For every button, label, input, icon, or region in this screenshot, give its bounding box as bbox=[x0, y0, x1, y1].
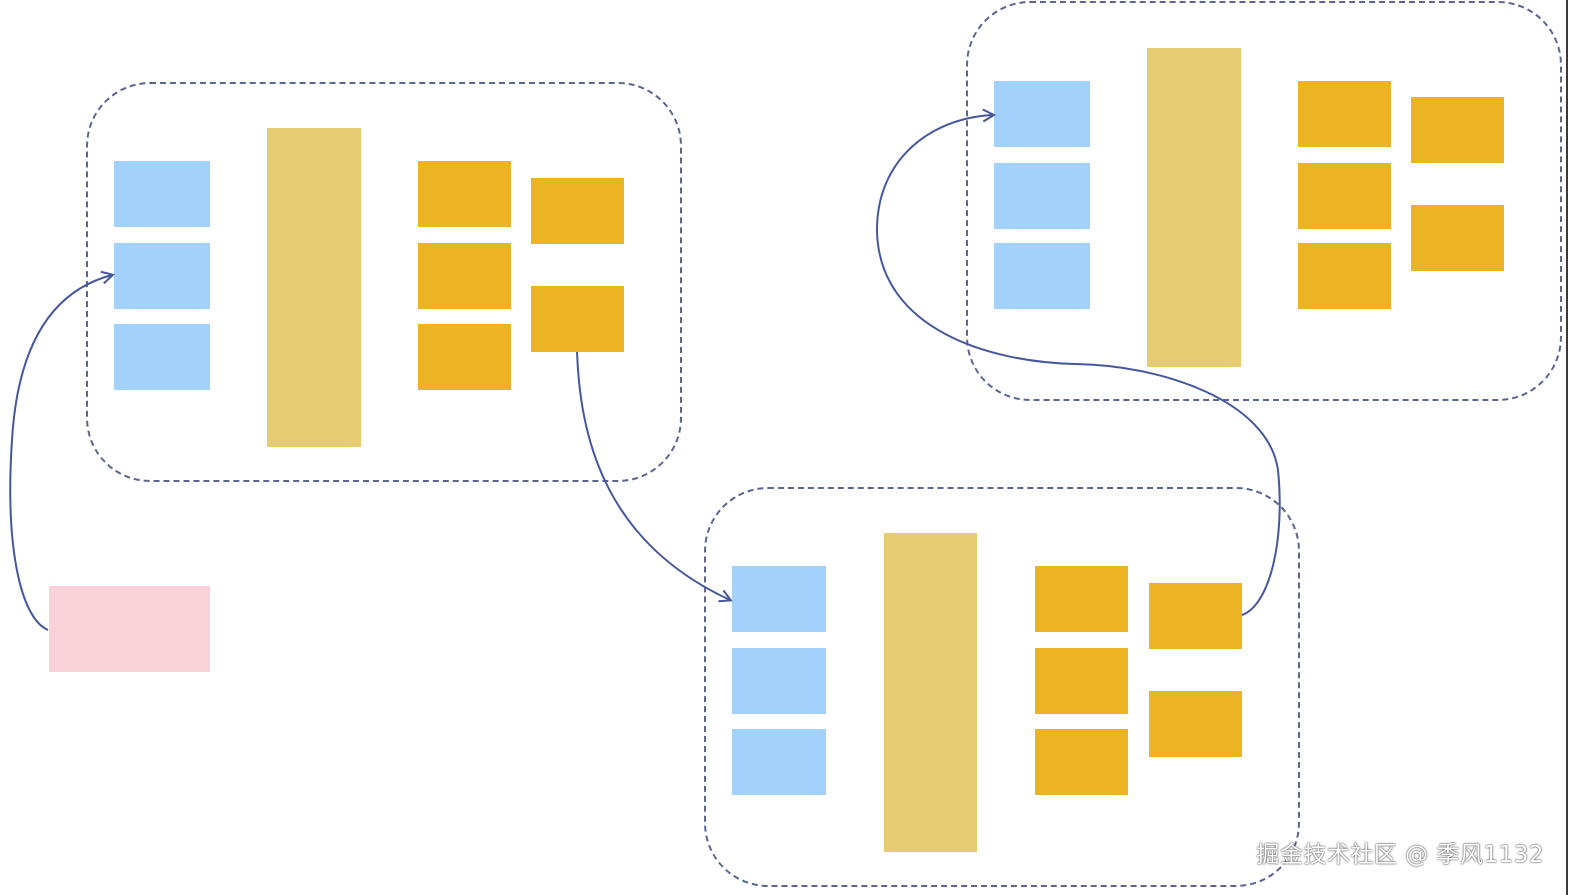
gold-block bbox=[1035, 566, 1128, 632]
blue-block bbox=[732, 729, 826, 795]
gold-block bbox=[418, 161, 511, 227]
connector-arrow-group1-to-group2 bbox=[576, 351, 730, 600]
pink-block bbox=[49, 586, 210, 672]
right-edge-line bbox=[1566, 0, 1568, 895]
group-frame-2 bbox=[704, 487, 1300, 887]
blue-block bbox=[114, 324, 210, 390]
blue-block bbox=[994, 163, 1090, 229]
group-frame-1 bbox=[86, 82, 682, 482]
gold-block bbox=[1298, 81, 1391, 147]
gold-block bbox=[1298, 163, 1391, 229]
gold-block bbox=[1149, 583, 1242, 649]
connector-arrow-group2-to-group3 bbox=[875, 115, 1281, 616]
gold-block bbox=[1035, 648, 1128, 714]
gold-block bbox=[1298, 243, 1391, 309]
tall-beige-block bbox=[1147, 48, 1241, 367]
tall-beige-block bbox=[267, 128, 361, 447]
blue-block bbox=[732, 648, 826, 714]
blue-block bbox=[114, 161, 210, 227]
blue-block bbox=[994, 81, 1090, 147]
gold-block bbox=[1149, 691, 1242, 757]
gold-block bbox=[531, 286, 624, 352]
blue-block bbox=[994, 243, 1090, 309]
blue-block bbox=[114, 243, 210, 309]
gold-block bbox=[1411, 205, 1504, 271]
group-frame-3 bbox=[966, 1, 1562, 401]
watermark-text: 掘金技术社区 @ 季风1132 bbox=[1256, 842, 1544, 868]
connector-arrow-pink-to-group1 bbox=[9, 275, 112, 631]
gold-block bbox=[1411, 97, 1504, 163]
gold-block bbox=[418, 324, 511, 390]
blue-block bbox=[732, 566, 826, 632]
gold-block bbox=[418, 243, 511, 309]
gold-block bbox=[531, 178, 624, 244]
gold-block bbox=[1035, 729, 1128, 795]
tall-beige-block bbox=[884, 533, 977, 852]
